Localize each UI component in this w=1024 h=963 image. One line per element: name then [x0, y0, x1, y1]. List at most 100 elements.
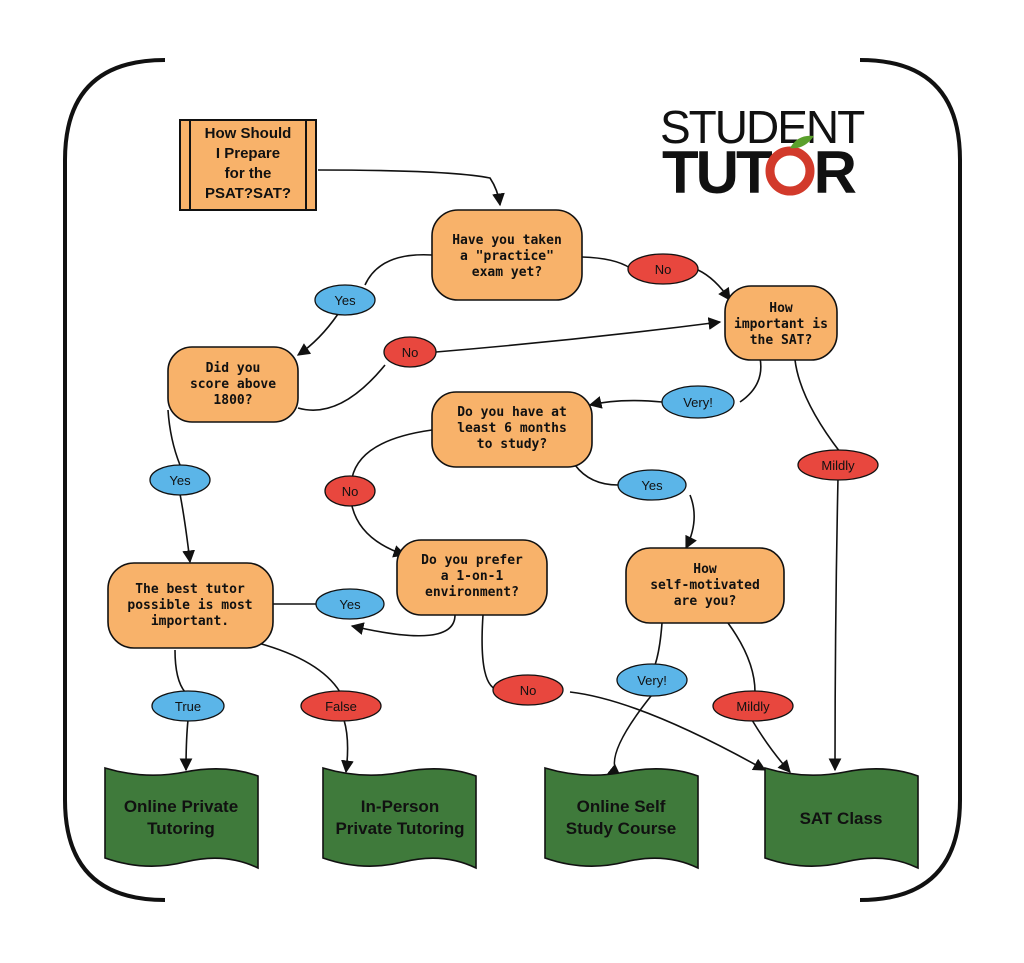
label-no-4: No: [492, 674, 564, 706]
q3-line3: 1800?: [213, 393, 252, 408]
q3-line1: Did you: [206, 361, 261, 376]
edge-q7-false: [257, 642, 341, 693]
edge-mildly-sat2: [751, 719, 791, 773]
svg-text:Mildly: Mildly: [821, 458, 855, 473]
label-no-1: No: [627, 253, 699, 285]
q6-line2: self-motivated: [650, 578, 760, 593]
q3-line2: score above: [190, 377, 276, 392]
start-text-2: I Prepare: [216, 145, 280, 162]
edge-start-q1: [317, 169, 505, 207]
svg-text:No: No: [402, 345, 419, 360]
edge-q5-yes-q7: [350, 614, 456, 637]
edge-q1-no: [581, 256, 631, 269]
edge-yes-q6: [685, 494, 697, 550]
question-how-important: How important is the SAT?: [724, 285, 838, 361]
svg-text:Very!: Very!: [637, 673, 667, 688]
q6-line1: How: [693, 562, 717, 577]
apple-o-icon: [765, 146, 815, 196]
svg-text:Yes: Yes: [334, 293, 356, 308]
q4-line3: to study?: [477, 437, 547, 452]
logo-line1: STUDENT: [660, 101, 865, 153]
edge-q4-no: [351, 429, 433, 479]
frame-left: [63, 58, 166, 902]
edge-no-sat: [569, 691, 767, 771]
edge-q6-very: [654, 622, 663, 666]
edge-yes-q7: [179, 493, 195, 564]
q2-line2: important is: [734, 317, 828, 332]
start-text-1: How Should: [205, 125, 292, 142]
question-score-above: Did you score above 1800?: [167, 346, 299, 423]
label-yes-3: Yes: [617, 469, 687, 501]
frame-right: [859, 58, 962, 902]
svg-text:No: No: [520, 683, 537, 698]
edge-q4-yes: [574, 464, 619, 486]
q5-line3: environment?: [425, 585, 519, 600]
edge-no-q5: [351, 505, 407, 558]
label-mildly-1: Mildly: [797, 449, 879, 481]
label-yes-4: Yes: [315, 588, 385, 620]
o1-line2: Tutoring: [147, 819, 215, 838]
outcome-in-person-tutoring: In-Person Private Tutoring: [322, 766, 477, 870]
edge-q1-yes: [364, 253, 433, 286]
svg-text:True: True: [175, 699, 201, 714]
edge-q7-true: [174, 649, 186, 693]
q5-line2: a 1-on-1: [441, 569, 504, 584]
start-node: How Should I Prepare for the PSAT?SAT?: [179, 119, 317, 211]
svg-text:Very!: Very!: [683, 395, 713, 410]
edge-q3-yes: [167, 409, 181, 466]
edge-q6-mildly: [727, 622, 756, 693]
q2-line1: How: [769, 301, 793, 316]
question-six-months: Do you have at least 6 months to study?: [431, 391, 593, 468]
label-true: True: [151, 690, 225, 722]
outcome-online-private-tutoring: Online Private Tutoring: [104, 766, 259, 870]
label-very-2: Very!: [616, 663, 688, 697]
q7-line1: The best tutor: [135, 582, 245, 597]
edge-no-q2b: [435, 317, 722, 353]
question-one-on-one: Do you prefer a 1-on-1 environment?: [396, 539, 548, 616]
o1-line1: Online Private: [124, 797, 238, 816]
edge-q2-mildly: [794, 359, 841, 453]
o3-line2: Study Course: [566, 819, 677, 838]
leaf-icon: [790, 135, 814, 149]
q7-line3: important.: [151, 614, 229, 629]
q7-line2: possible is most: [127, 598, 252, 613]
o2-line2: Private Tutoring: [335, 819, 464, 838]
outcome-sat-class: SAT Class: [764, 766, 919, 870]
edges: [167, 169, 842, 777]
label-mildly-2: Mildly: [712, 690, 794, 722]
q1-line2: a "practice": [460, 249, 554, 264]
edge-true-online: [179, 719, 193, 772]
question-self-motivated: How self-motivated are you?: [625, 547, 785, 624]
edge-q5-no: [481, 614, 501, 691]
edge-very-selfstudy: [607, 695, 652, 777]
label-yes-1: Yes: [314, 284, 376, 316]
svg-text:Yes: Yes: [169, 473, 191, 488]
question-have-you-taken-practice: Have you taken a "practice" exam yet?: [431, 209, 583, 301]
svg-text:No: No: [655, 262, 672, 277]
q4-line1: Do you have at: [457, 405, 567, 420]
label-no-3: No: [324, 475, 376, 507]
label-no-2: No: [383, 336, 437, 368]
svg-text:Mildly: Mildly: [736, 699, 770, 714]
q1-line3: exam yet?: [472, 265, 542, 280]
edge-yes-q3: [296, 313, 339, 356]
svg-text:Yes: Yes: [641, 478, 663, 493]
edge-q3-no: [297, 364, 386, 411]
q2-line3: the SAT?: [750, 333, 813, 348]
q5-line1: Do you prefer: [421, 553, 523, 568]
question-best-tutor: The best tutor possible is most importan…: [107, 562, 274, 649]
label-yes-2: Yes: [149, 464, 211, 496]
svg-text:False: False: [325, 699, 357, 714]
edge-q2-very: [739, 357, 762, 403]
o2-line1: In-Person: [361, 797, 439, 816]
svg-text:No: No: [342, 484, 359, 499]
edge-false-inperson: [341, 719, 354, 774]
o3-line1: Online Self: [577, 797, 666, 816]
edge-no-q2: [697, 269, 731, 302]
label-very-1: Very!: [661, 385, 735, 419]
edge-mildly-sat: [828, 477, 842, 772]
q4-line2: least 6 months: [457, 421, 567, 436]
